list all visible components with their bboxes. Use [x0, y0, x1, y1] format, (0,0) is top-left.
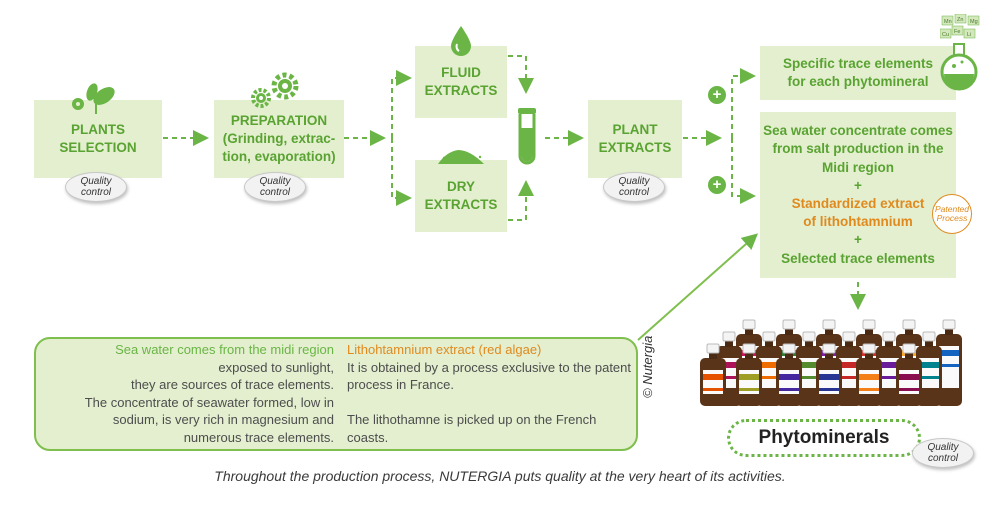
product-bottle	[876, 331, 902, 406]
info-callout-line	[637, 233, 758, 341]
product-bottles-image	[700, 319, 962, 406]
gears-icon	[251, 72, 299, 108]
lithothamnium-line: coasts.	[347, 429, 389, 445]
composition-plus2: +	[854, 232, 862, 248]
composition-line4: Standardized extract	[791, 196, 925, 211]
product-bottle	[856, 343, 882, 406]
info-sea-water-column: Sea water comes from the midi region exp…	[42, 341, 334, 446]
element-mn: Mn	[944, 19, 952, 25]
sea-water-line: numerous trace elements.	[183, 429, 334, 445]
plant-extracts-line2: EXTRACTS	[598, 140, 672, 155]
fluid-extracts-line2: EXTRACTS	[424, 83, 498, 98]
dry-extracts-line2: EXTRACTS	[424, 197, 498, 212]
product-bottle	[756, 331, 782, 406]
sea-water-line: sodium, is very rich in magnesium and	[112, 412, 334, 427]
product-bottle	[796, 331, 822, 406]
composition-line6: Selected trace elements	[781, 250, 935, 266]
product-bottle	[916, 331, 942, 406]
composition-plus1: +	[854, 177, 862, 193]
footer-caption: Throughout the production process, NUTER…	[214, 468, 786, 484]
arrow-split-to-dry	[391, 138, 412, 206]
lithothamnium-line: The lithothamne is picked up on the Fren…	[347, 412, 597, 427]
plants-selection-line1: PLANTS	[71, 121, 125, 137]
info-lithothamnium-column: Lithohtamnium extract (red algae) It is …	[347, 341, 637, 446]
droplet-icon	[451, 26, 471, 56]
plus-icon-specific: +	[708, 86, 726, 104]
flask-elements-icon: Mn Zn Mg Cu Fe Li	[940, 14, 980, 91]
arrow-split-to-fluid	[391, 70, 412, 138]
plants-selection-line2: SELECTION	[59, 140, 137, 155]
powder-pile-icon	[438, 150, 484, 164]
product-bottle	[836, 331, 862, 406]
lithothamnium-line	[347, 394, 637, 412]
element-cu: Cu	[942, 32, 949, 38]
sea-water-line: they are sources of trace elements.	[130, 377, 334, 392]
step-plants-selection: PLANTS SELECTION	[34, 100, 162, 178]
step-plant-extracts: PLANT EXTRACTS	[588, 100, 682, 178]
product-bottle	[896, 343, 922, 406]
plant-extracts-line1: PLANT	[612, 121, 658, 137]
composition-line2: from salt production in the	[772, 141, 944, 157]
arrow-fluid-to-tube	[508, 55, 534, 94]
product-bottle	[776, 343, 802, 406]
copyright-label: © Nutergia	[640, 335, 655, 398]
info-panel	[34, 337, 638, 451]
arrow-to-specific-trace	[731, 68, 756, 138]
plus-icon-composition: +	[708, 176, 726, 194]
preparation-line3: tion, evaporation)	[222, 149, 336, 165]
dry-extracts-line1: DRY	[446, 178, 475, 194]
specific-trace-line2: for each phytomineral	[787, 74, 929, 89]
product-bottle	[816, 343, 842, 406]
step-composition: Sea water concentrate comes from salt pr…	[760, 112, 956, 278]
step-preparation: PREPARATION (Grinding, extrac- tion, eva…	[214, 100, 344, 178]
product-bottle	[936, 319, 962, 406]
lithothamnium-line: process in France.	[347, 377, 454, 392]
phytominerals-label: Phytominerals	[727, 419, 921, 457]
step-dry-extracts: DRY EXTRACTS	[415, 160, 507, 232]
composition-line1: Sea water concentrate comes	[763, 123, 953, 139]
preparation-line2: (Grinding, extrac-	[222, 130, 336, 146]
lithothamnium-line: It is obtained by a process exclusive to…	[347, 359, 632, 375]
sea-water-line: The concentrate of seawater formed, low …	[84, 394, 334, 410]
step-fluid-extracts: FLUID EXTRACTS	[415, 46, 507, 118]
element-mg: Mg	[970, 19, 978, 25]
element-zn: Zn	[957, 17, 963, 23]
element-fe: Fe	[954, 29, 960, 35]
lithothamnium-heading: Lithohtamnium extract (red algae)	[347, 342, 542, 357]
test-tube-icon	[518, 108, 536, 165]
product-bottle	[736, 343, 762, 406]
fluid-extracts-line1: FLUID	[441, 64, 481, 80]
sea-water-heading: Sea water comes from the midi region	[115, 342, 334, 357]
arrow-to-sea-water	[731, 138, 756, 204]
composition-line5: of lithohtamnium	[803, 214, 913, 230]
preparation-line1: PREPARATION	[230, 112, 328, 128]
plant-leaves-icon	[72, 83, 115, 114]
step-specific-trace-elements: Specific trace elements for each phytomi…	[760, 46, 956, 100]
composition-line3: Midi region	[822, 159, 894, 175]
specific-trace-line1: Specific trace elements	[782, 55, 934, 71]
arrow-dry-to-tube	[508, 180, 534, 221]
sea-water-line: exposed to sunlight,	[218, 359, 334, 375]
product-bottle	[700, 343, 726, 406]
element-li: Li	[967, 32, 971, 38]
